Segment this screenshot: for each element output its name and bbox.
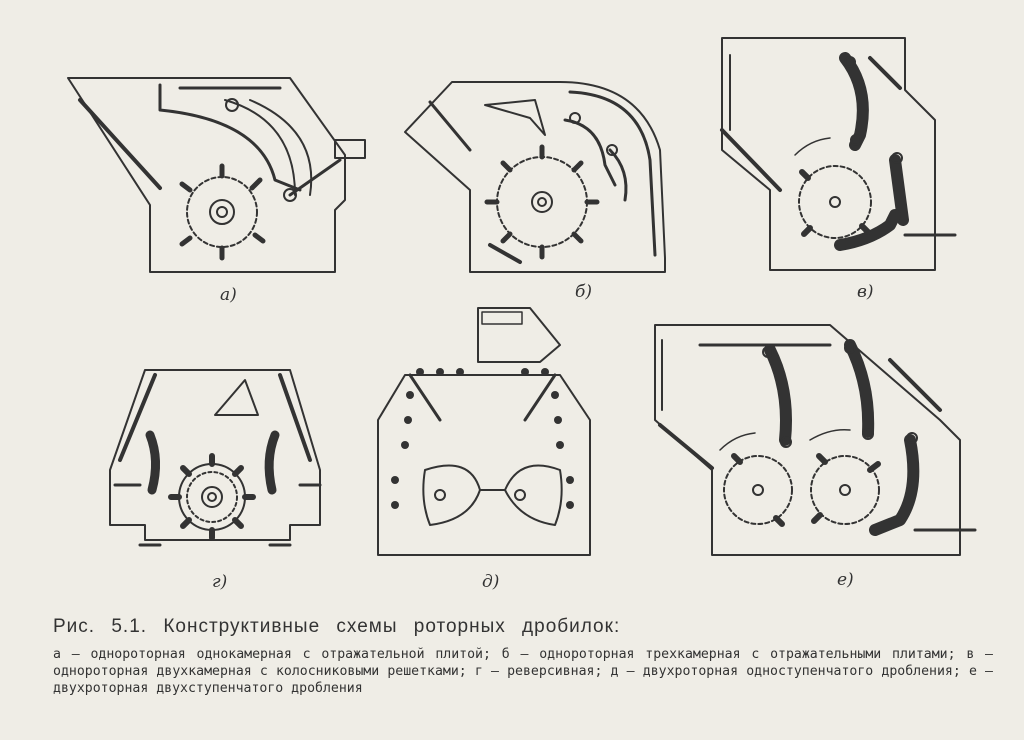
crusher-b-schematic [405,82,665,272]
crusher-e-schematic [655,325,975,555]
panel-label-d: д) [482,572,500,592]
crusher-v-schematic [722,38,955,270]
panel-label-b: б) [575,282,593,302]
rotor-crusher-diagrams [0,0,1024,600]
crusher-g-schematic [110,370,320,545]
panel-label-a: а) [220,285,237,305]
crusher-d-schematic [378,308,590,555]
panel-label-v: в) [857,282,874,302]
figure-caption-text: а — однороторная однокамерная с отражате… [53,647,993,696]
crusher-a-schematic [68,78,365,272]
figure-caption-title: Рис. 5.1. Конструктивные схемы роторных … [53,616,621,637]
panel-label-e: е) [837,570,854,590]
panel-label-g: г) [212,572,228,592]
